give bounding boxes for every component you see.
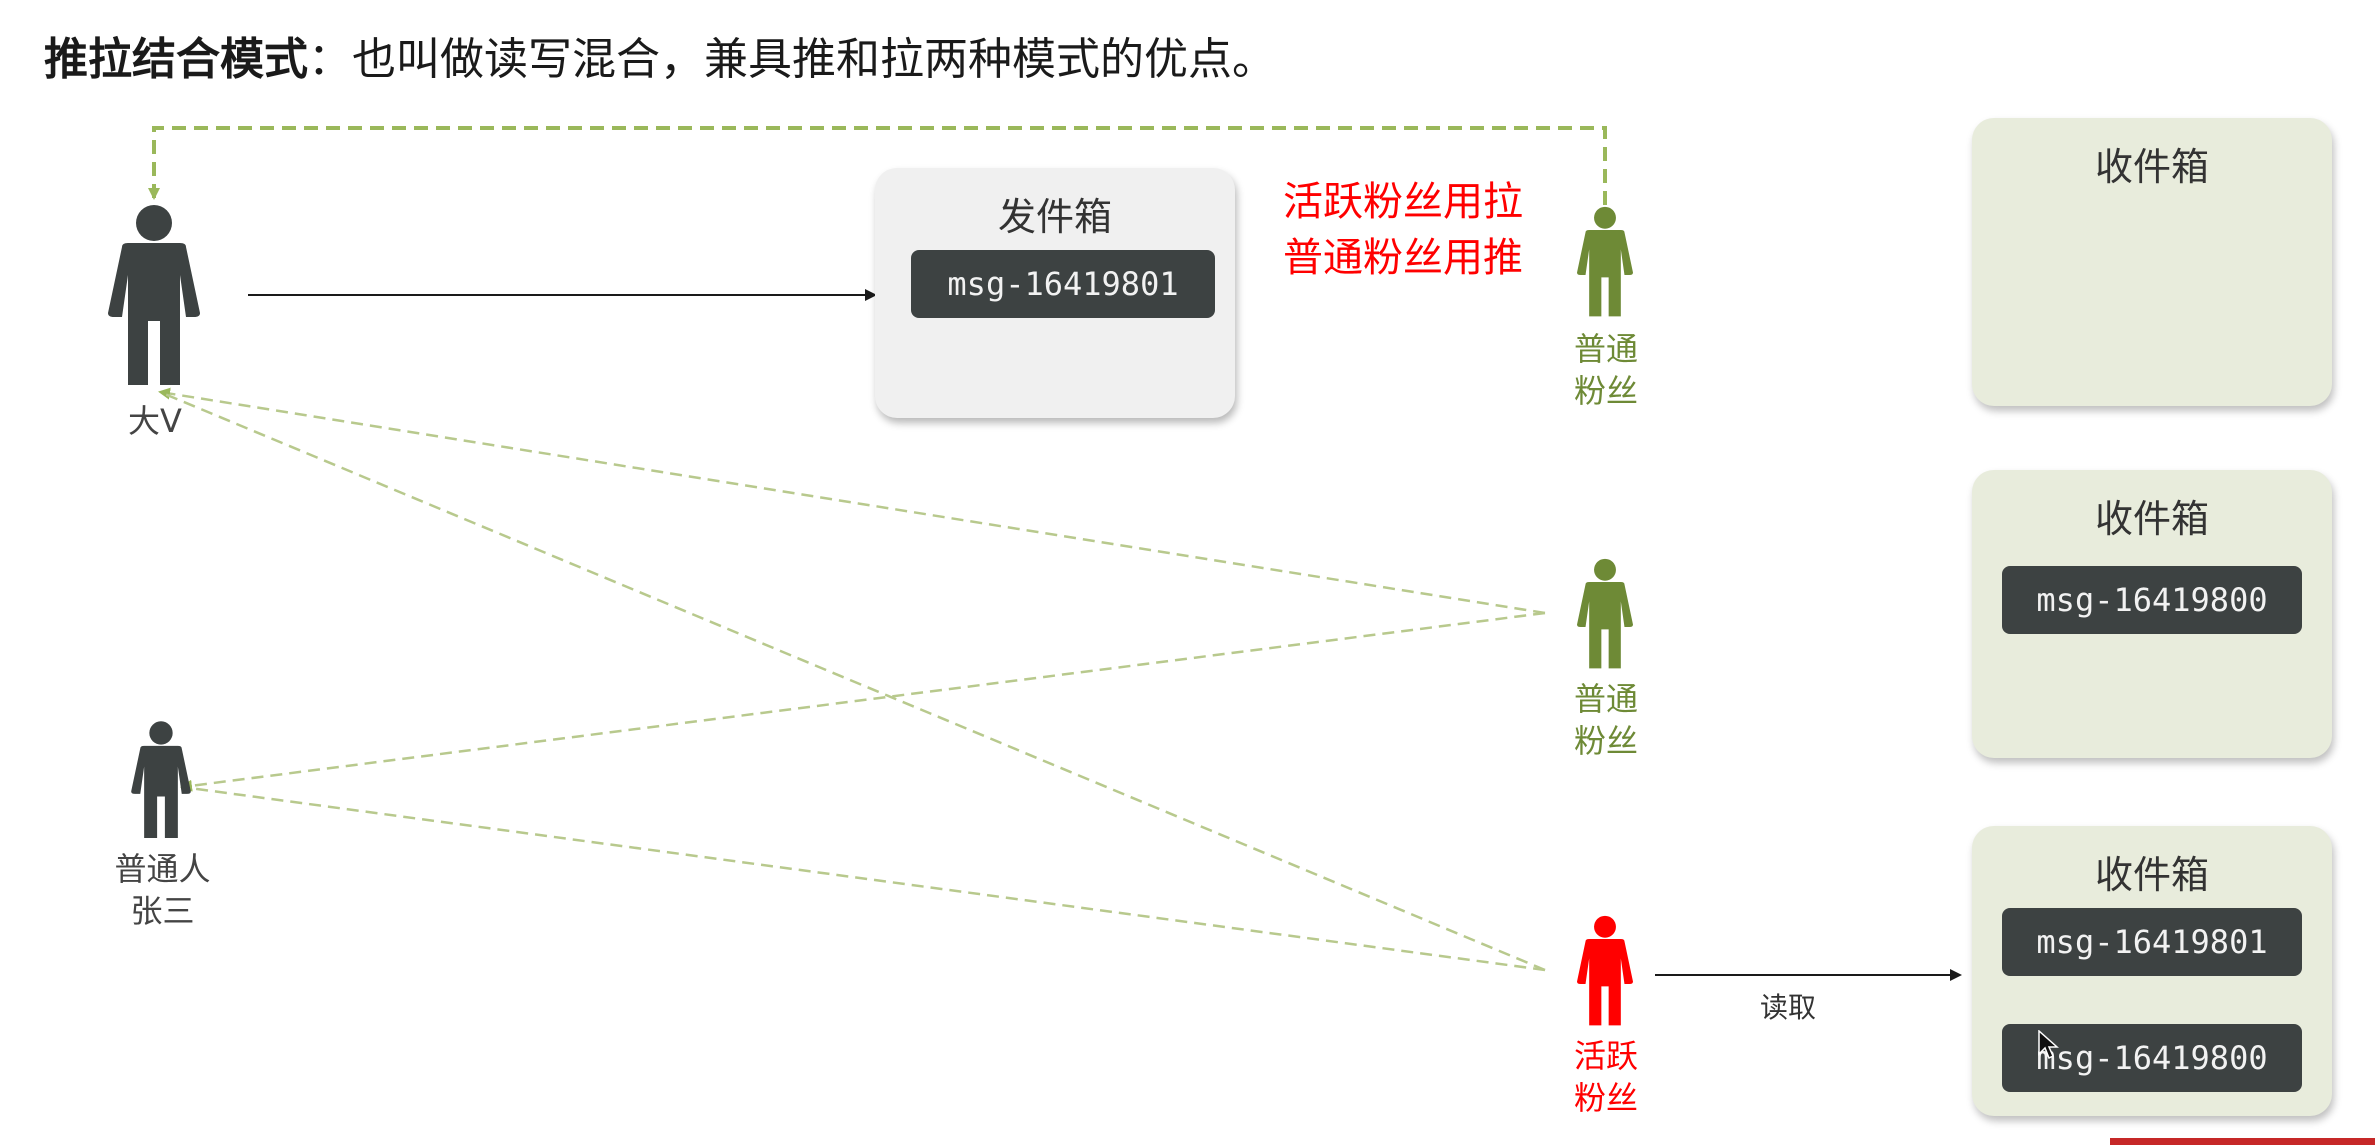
pull-loop-line [148, 126, 1607, 205]
fan2-person-icon [1577, 558, 1633, 669]
strategy-note: 活跃粉丝用拉 普通粉丝用推 [1283, 174, 1523, 286]
strategy-note-line1: 活跃粉丝用拉 [1283, 179, 1523, 225]
zhangsan-label: 普通人 张三 [90, 848, 235, 932]
strategy-note-line2: 普通粉丝用推 [1283, 235, 1523, 281]
fan1-label-line1: 普通 [1573, 330, 1638, 368]
inbox-active-fan: 收件箱 msg-16419801 msg-16419800 [1972, 826, 2332, 1116]
inbox-active-fan-title: 收件箱 [2094, 853, 2209, 897]
zhangsan-label-line2: 张三 [130, 892, 195, 930]
bigv-label: 大V [128, 402, 182, 440]
dashed-fan2-to-zhangsan [180, 611, 1546, 792]
fan2-label: 普通 粉丝 [1560, 678, 1652, 762]
active-fan-label-line2: 粉丝 [1573, 1079, 1638, 1117]
bigv-person-icon [108, 205, 200, 385]
dashed-active-to-zhangsan [181, 785, 1546, 972]
mouse-cursor-icon [2038, 1030, 2059, 1060]
read-label: 读取 [1760, 991, 1817, 1024]
outbox-message: msg-16419801 [911, 250, 1215, 318]
title-rest: ：也叫做读写混合，兼具推和拉两种模式的优点。 [308, 34, 1276, 85]
inbox-active-fan-message-1: msg-16419801 [2002, 908, 2302, 976]
zhangsan-label-line1: 普通人 [114, 850, 211, 888]
inbox-active-fan-message-2: msg-16419800 [2002, 1024, 2302, 1092]
title-bold: 推拉结合模式 [44, 34, 308, 85]
dashed-fan2-to-bigv [158, 387, 1546, 615]
active-fan-person-icon [1577, 915, 1633, 1026]
outbox: 发件箱 msg-16419801 [875, 168, 1235, 418]
corner-accent-bar [2110, 1138, 2375, 1145]
page-title: 推拉结合模式：也叫做读写混合，兼具推和拉两种模式的优点。 [44, 30, 1276, 90]
fan1-label-line2: 粉丝 [1573, 372, 1638, 410]
fan2-label-line2: 粉丝 [1573, 722, 1638, 760]
fan2-label-line1: 普通 [1573, 680, 1638, 718]
active-fan-label: 活跃 粉丝 [1560, 1035, 1652, 1119]
fan1-person-icon [1577, 206, 1633, 317]
zhangsan-person-icon [131, 721, 191, 838]
inbox-fan1-title: 收件箱 [2094, 145, 2209, 189]
dashed-active-to-bigv [159, 390, 1546, 972]
inbox-fan2-title: 收件箱 [2094, 497, 2209, 541]
inbox-fan2-message: msg-16419800 [2002, 566, 2302, 634]
active-fan-label-line1: 活跃 [1573, 1037, 1638, 1075]
fan1-label: 普通 粉丝 [1560, 328, 1652, 412]
inbox-fan1: 收件箱 [1972, 118, 2332, 406]
inbox-fan2: 收件箱 msg-16419800 [1972, 470, 2332, 758]
outbox-title: 发件箱 [997, 195, 1112, 239]
